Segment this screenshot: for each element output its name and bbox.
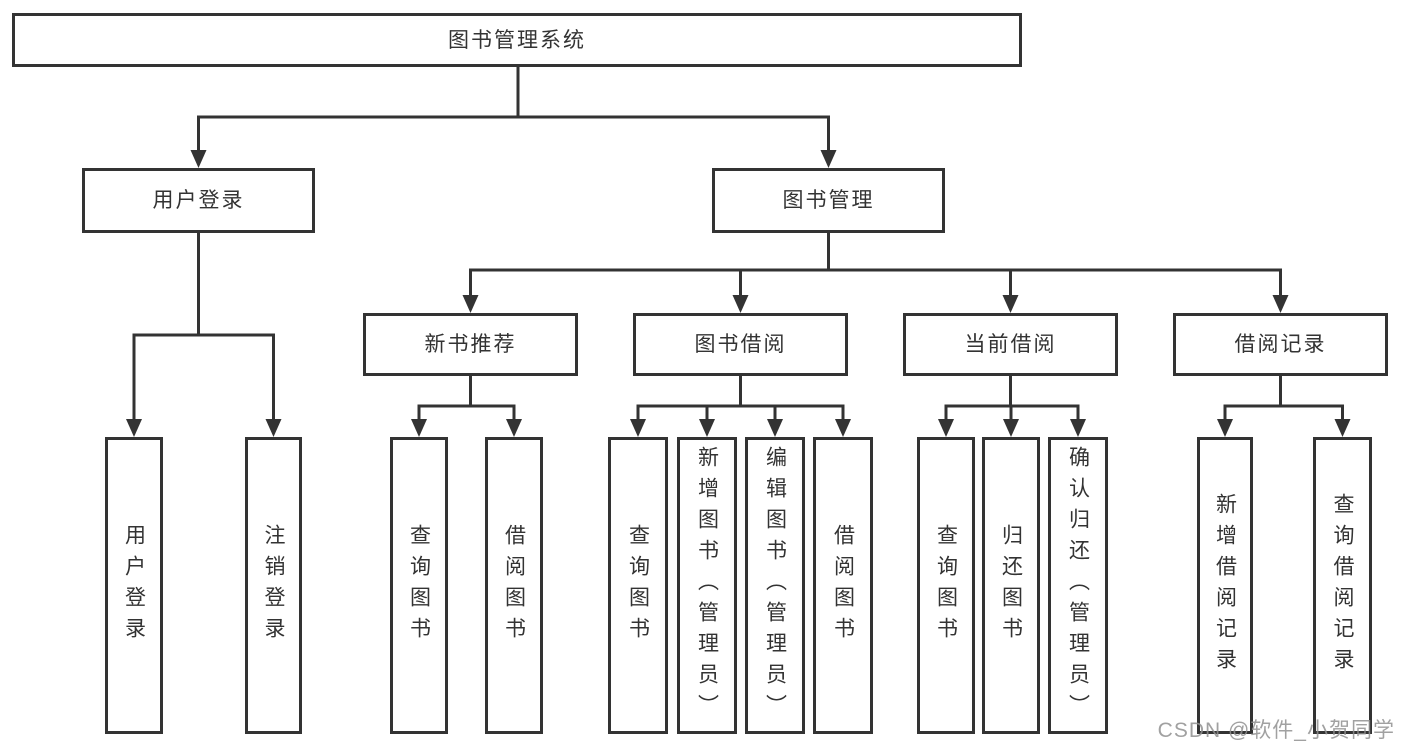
watermark: CSDN @软件_小贺同学 xyxy=(1157,719,1395,742)
connector-current-borrow xyxy=(944,376,1080,420)
leaf-edit-book-admin: 编辑图书（管理员） xyxy=(745,437,805,734)
connector-book-borrow xyxy=(636,376,845,420)
connector-root xyxy=(197,67,830,151)
leaf-query-books-current: 查询图书 xyxy=(917,437,975,734)
node-root: 图书管理系统 xyxy=(12,13,1022,67)
leaf-borrow-books-recommend: 借阅图书 xyxy=(485,437,543,734)
leaf-borrow-books: 借阅图书 xyxy=(813,437,873,734)
node-book-borrow: 图书借阅 xyxy=(633,313,848,376)
node-book-management: 图书管理 xyxy=(712,168,945,233)
node-user-login: 用户登录 xyxy=(82,168,315,233)
leaf-confirm-return-admin: 确认归还（管理员） xyxy=(1048,437,1108,734)
leaf-logout: 注销登录 xyxy=(245,437,302,734)
leaf-add-book-admin: 新增图书（管理员） xyxy=(677,437,737,734)
connector-book-management xyxy=(469,233,1282,296)
arrowheads-user-login xyxy=(126,419,282,437)
leaf-add-borrow-record: 新增借阅记录 xyxy=(1197,437,1253,734)
leaf-query-books-recommend: 查询图书 xyxy=(390,437,448,734)
node-borrow-records: 借阅记录 xyxy=(1173,313,1388,376)
arrowheads-borrow-records xyxy=(1217,419,1351,437)
connector-borrow-records xyxy=(1223,376,1344,420)
arrowheads-book-management xyxy=(462,295,1289,313)
arrowheads-root xyxy=(190,150,837,168)
node-new-book-recommend: 新书推荐 xyxy=(363,313,578,376)
arrowheads-current-borrow xyxy=(938,419,1086,437)
leaf-query-borrow-record: 查询借阅记录 xyxy=(1313,437,1372,734)
arrowheads-book-borrow xyxy=(630,419,851,437)
connector-user-login xyxy=(132,233,275,420)
leaf-query-books-borrow: 查询图书 xyxy=(608,437,668,734)
leaf-return-book: 归还图书 xyxy=(982,437,1040,734)
connector-new-book xyxy=(417,376,516,420)
arrowheads-new-book xyxy=(411,419,522,437)
node-current-borrow: 当前借阅 xyxy=(903,313,1118,376)
leaf-user-login: 用户登录 xyxy=(105,437,163,734)
